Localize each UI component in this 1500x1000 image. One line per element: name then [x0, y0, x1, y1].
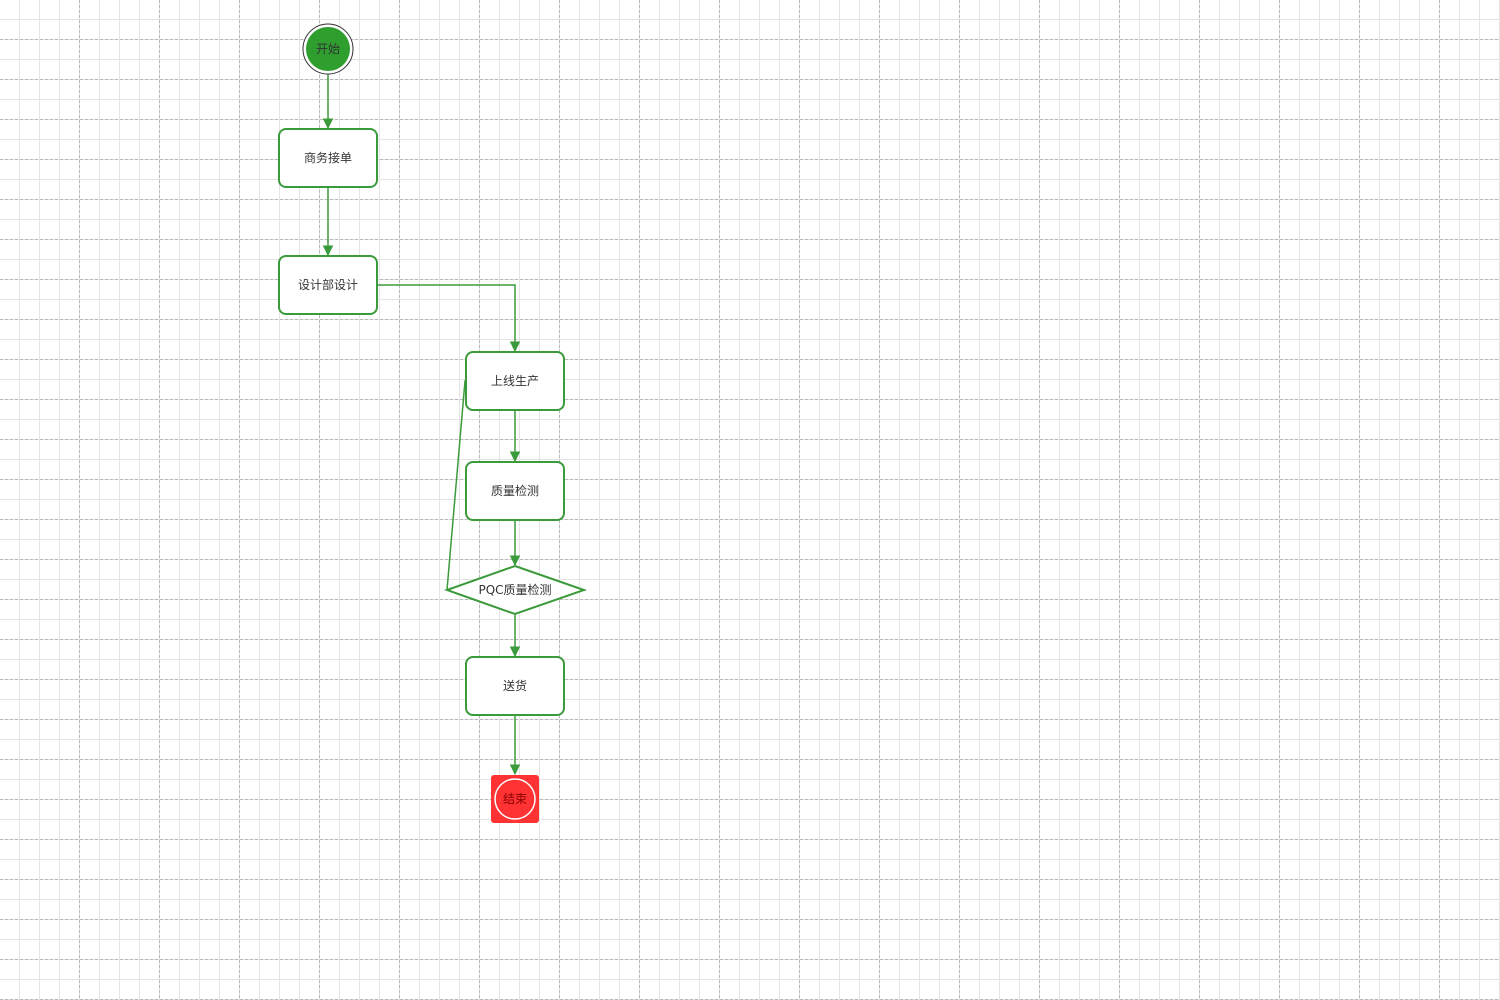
- node-start[interactable]: 开始: [302, 23, 354, 75]
- node-order-intake[interactable]: 商务接单: [278, 128, 378, 188]
- node-pqc-decision-label: PQC质量检测: [478, 582, 551, 597]
- node-end[interactable]: 结束: [491, 775, 539, 823]
- node-quality-check-label: 质量检测: [491, 483, 539, 498]
- node-production-label: 上线生产: [491, 374, 539, 388]
- node-quality-check[interactable]: 质量检测: [465, 461, 565, 521]
- node-design-label: 设计部设计: [298, 277, 358, 292]
- node-production[interactable]: 上线生产: [465, 351, 565, 411]
- node-order-intake-label: 商务接单: [304, 150, 352, 165]
- node-delivery[interactable]: 送货: [465, 656, 565, 716]
- node-delivery-label: 送货: [503, 678, 527, 693]
- edge-design-to-production[interactable]: [377, 284, 521, 353]
- node-start-label: 开始: [316, 42, 340, 56]
- node-end-label: 结束: [503, 792, 527, 806]
- node-design[interactable]: 设计部设计: [278, 255, 378, 315]
- node-pqc-decision[interactable]: PQC质量检测: [443, 564, 588, 616]
